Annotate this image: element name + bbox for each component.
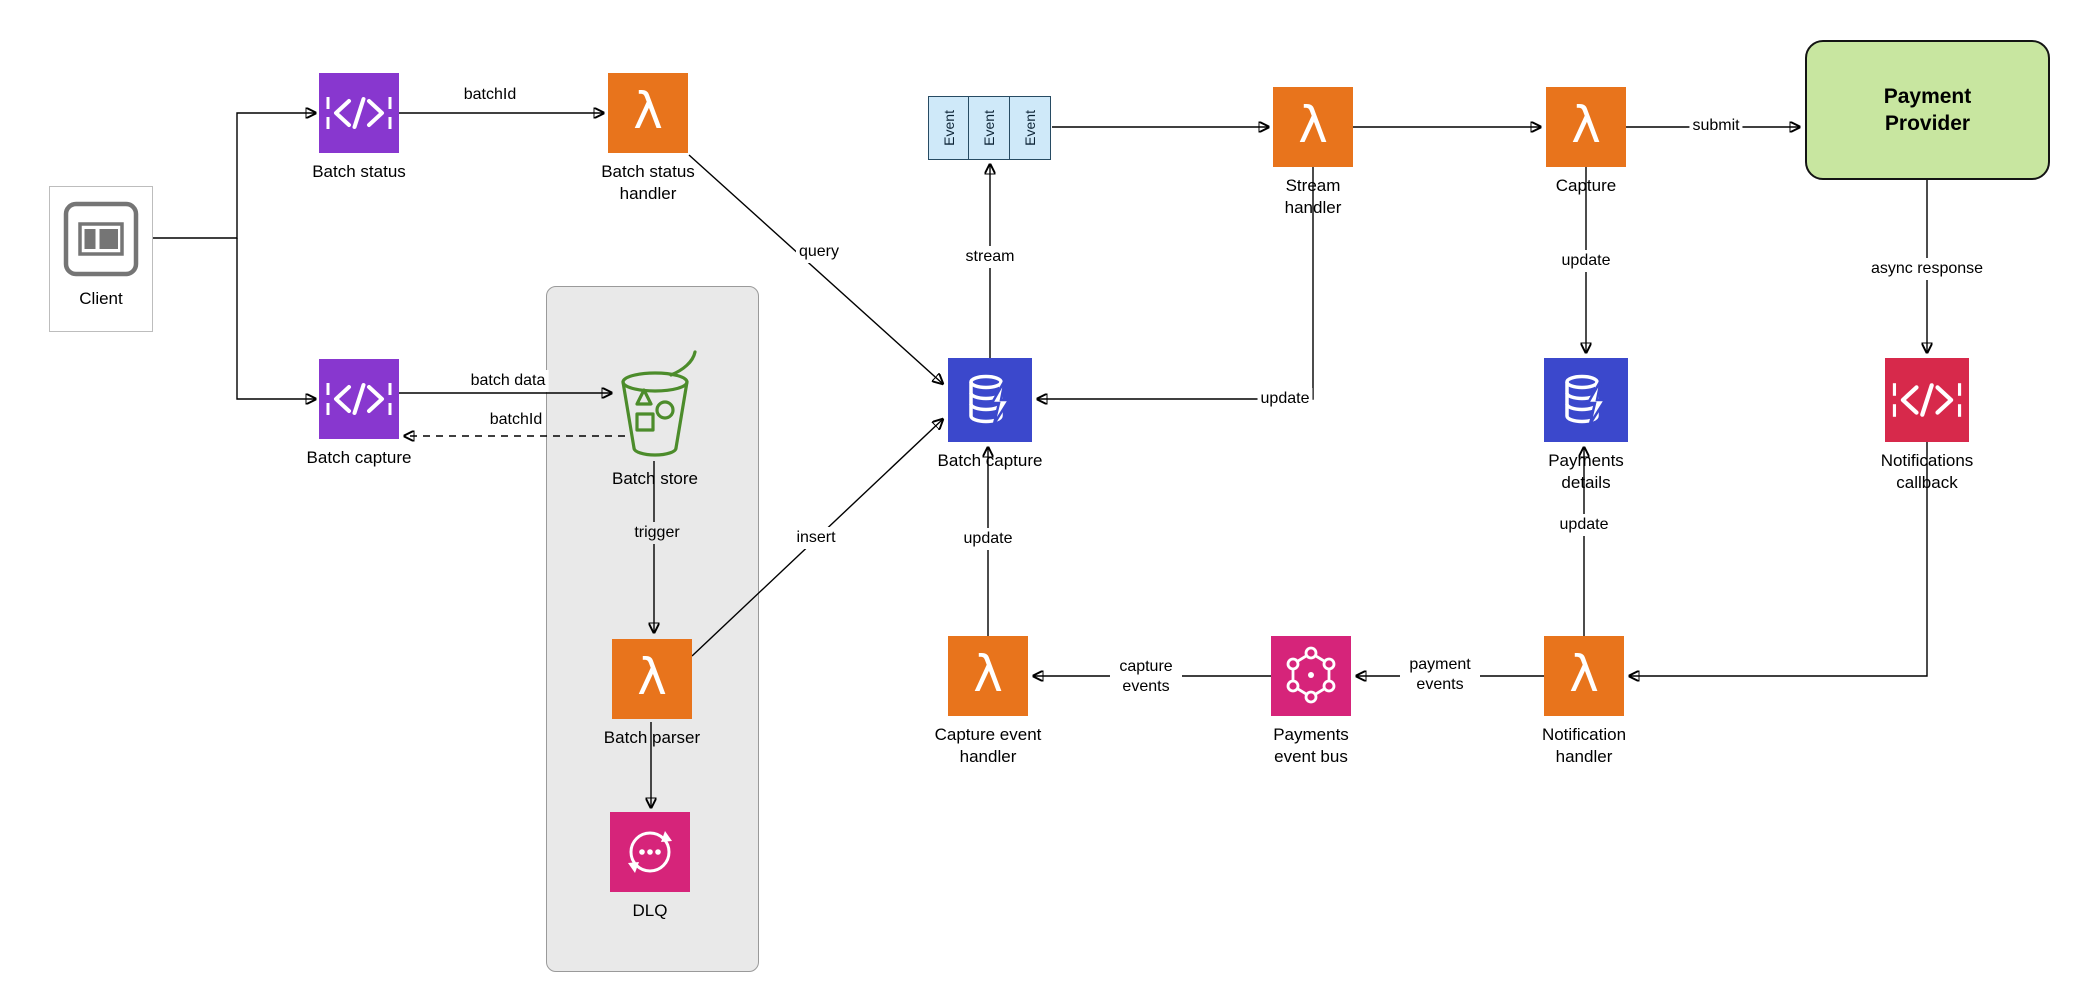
node-batch-status-handler: Batch status handler: [601, 73, 695, 205]
edge-callback-to-notification-handler: [1629, 442, 1928, 676]
node-batch-store: Batch store: [605, 348, 705, 490]
node-label: Stream handler: [1284, 176, 1342, 218]
edge-label-batchid-return: batchId: [486, 409, 546, 431]
api-gateway-icon: [319, 359, 399, 439]
queue-event-item: Event: [968, 96, 1011, 160]
node-label: Notifications callback: [1880, 451, 1974, 493]
edge-label-batchid: batchId: [460, 84, 520, 106]
api-gateway-icon: [319, 73, 399, 153]
edge-label-trigger: trigger: [631, 522, 683, 544]
dynamodb-icon: [948, 358, 1032, 442]
node-label: Notification handler: [1541, 725, 1627, 767]
node-payment-provider: Payment Provider: [1805, 40, 2050, 180]
lambda-icon: [1546, 87, 1626, 167]
node-batch-capture-table: Batch capture: [938, 358, 1042, 472]
node-label: Batch status: [312, 162, 406, 181]
lambda-icon: [1544, 636, 1624, 716]
node-label: Batch store: [612, 469, 698, 488]
edge-client-to-batch-status: [153, 113, 316, 239]
node-capture-event-handler: Capture event handler: [935, 636, 1041, 768]
node-batch-capture-api: Batch capture: [307, 359, 411, 469]
queue-event-item: Event: [928, 96, 970, 160]
lambda-icon: [612, 639, 692, 719]
edge-label-update-batch: update: [960, 528, 1016, 550]
queue-event-label: Event: [981, 110, 998, 146]
node-label: Payments details: [1548, 451, 1624, 493]
queue-event-label: Event: [1021, 110, 1038, 146]
node-notification-handler: Notification handler: [1542, 636, 1626, 768]
node-payments-details: Payments details: [1544, 358, 1628, 494]
node-payments-event-bus: Payments event bus: [1271, 636, 1351, 768]
queue-event-label: Event: [941, 110, 957, 146]
edge-label-insert: insert: [793, 527, 839, 549]
node-capture: Capture: [1546, 87, 1626, 197]
edge-label-query: query: [795, 241, 843, 263]
dynamodb-icon: [1544, 358, 1628, 442]
s3-bucket-icon: [605, 348, 705, 460]
client-icon: [61, 199, 141, 279]
node-notifications-callback: Notifications callback: [1881, 358, 1973, 494]
api-gateway-icon: [1885, 358, 1969, 442]
edge-query: [688, 154, 943, 384]
node-label: Batch capture: [937, 451, 1043, 470]
node-dlq: DLQ: [610, 812, 690, 922]
node-label: Capture: [1555, 176, 1617, 195]
node-batch-status: Batch status: [312, 73, 406, 183]
node-label: Payments event bus: [1273, 725, 1349, 767]
edge-label-update-stream: update: [1257, 388, 1313, 410]
edge-stream-handler-update: [1037, 167, 1314, 399]
node-label: Batch capture: [306, 448, 412, 467]
node-batch-parser: Batch parser: [604, 639, 700, 749]
edge-label-batch-data: batch data: [467, 370, 549, 392]
queue-event-item: Event: [1008, 96, 1051, 160]
edge-label-capture-events: capture events: [1110, 656, 1182, 698]
edge-label-async-response: async response: [1867, 258, 1987, 280]
node-label: Capture event handler: [934, 725, 1042, 767]
lambda-icon: [948, 636, 1028, 716]
edge-label-update-notification: update: [1556, 514, 1612, 536]
node-stream-handler: Stream handler: [1273, 87, 1353, 219]
edge-label-update-payments: update: [1558, 250, 1614, 272]
edge-label-payment-events: payment events: [1400, 654, 1480, 696]
lambda-icon: [608, 73, 688, 153]
node-label: Client: [79, 289, 123, 308]
edge-label-stream: stream: [962, 246, 1018, 268]
event-queue: Event Event Event: [928, 96, 1051, 160]
lambda-icon: [1273, 87, 1353, 167]
node-label: Batch parser: [603, 728, 701, 747]
payment-provider-label: Payment Provider: [1883, 84, 1972, 135]
eventbridge-icon: [1271, 636, 1351, 716]
edge-label-submit: submit: [1689, 115, 1743, 137]
node-client: Client: [49, 186, 153, 332]
node-label: DLQ: [632, 901, 668, 920]
node-label: Batch status handler: [601, 162, 695, 204]
edge-client-to-batch-capture: [236, 238, 316, 399]
sqs-queue-icon: [610, 812, 690, 892]
